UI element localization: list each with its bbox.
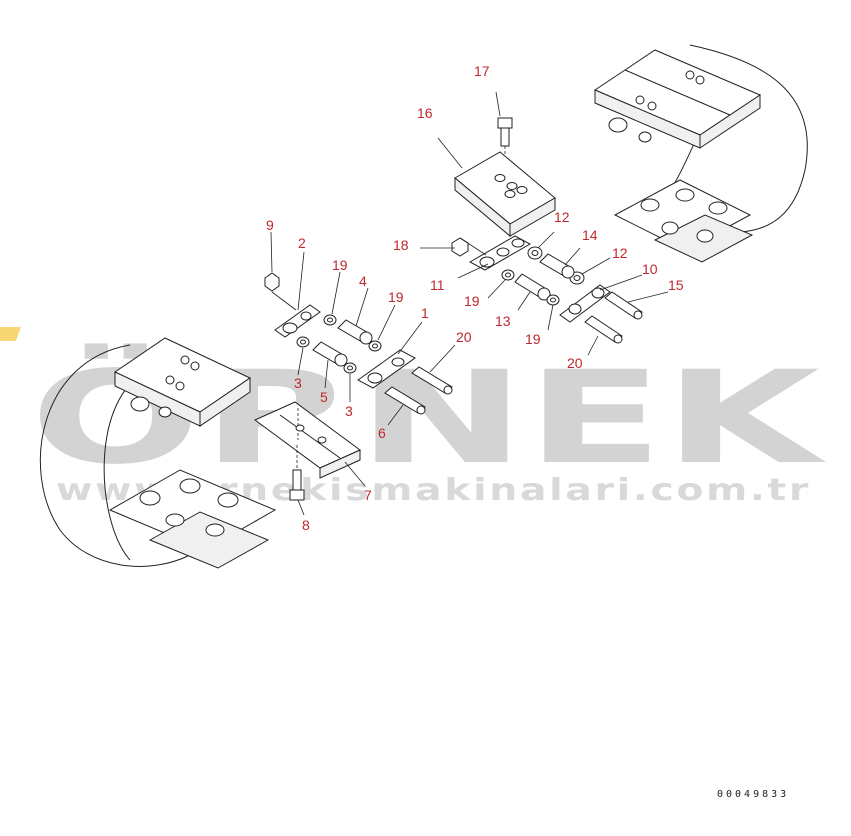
diagram-reference-code: 00049833 xyxy=(717,789,789,800)
left-track-loop-outer xyxy=(40,344,191,567)
callout-5: 5 xyxy=(320,389,328,405)
callout-12-upper: 12 xyxy=(554,209,570,225)
callout-18: 18 xyxy=(393,237,409,253)
callout-19-left-lower: 19 xyxy=(388,289,404,305)
callout-3-left: 3 xyxy=(294,375,302,391)
callout-13: 13 xyxy=(495,313,511,329)
callouts: 17 16 12 14 18 12 10 11 15 19 13 19 20 9… xyxy=(266,63,684,533)
part-20-pin-right xyxy=(584,315,623,344)
part-11-master-link xyxy=(468,235,532,271)
left-track-assembly xyxy=(40,337,277,569)
part-16-track-shoe xyxy=(454,151,556,238)
callout-6: 6 xyxy=(378,425,386,441)
watermark-accent-right xyxy=(0,327,21,341)
callout-20-right: 20 xyxy=(567,355,583,371)
part-7-track-shoe xyxy=(254,401,361,479)
right-track-loop-outer xyxy=(689,44,808,233)
part-14-bushing xyxy=(539,253,575,279)
exploded-parts xyxy=(254,117,643,501)
callout-19-left-upper: 19 xyxy=(332,257,348,273)
part-20-pin-left xyxy=(411,366,453,395)
callout-7: 7 xyxy=(364,487,372,503)
part-1-link xyxy=(357,349,416,389)
callout-19-right-upper: 19 xyxy=(464,293,480,309)
part-18-nut xyxy=(451,237,469,257)
callout-20-left: 20 xyxy=(456,329,472,345)
part-6-pin xyxy=(384,386,426,415)
callout-16: 16 xyxy=(417,105,433,121)
part-9-nut xyxy=(264,272,280,292)
right-track-assembly xyxy=(593,44,808,263)
callout-19-right-lower: 19 xyxy=(525,331,541,347)
callout-1: 1 xyxy=(421,305,429,321)
callout-8: 8 xyxy=(302,517,310,533)
callout-9: 9 xyxy=(266,217,274,233)
part-8-bolt xyxy=(289,445,305,501)
callout-3-right: 3 xyxy=(345,403,353,419)
part-13-bushing xyxy=(514,273,551,301)
part-2-link xyxy=(274,304,321,338)
part-4-bushing xyxy=(337,319,373,345)
part-5-bushing xyxy=(312,341,348,367)
callout-11: 11 xyxy=(430,277,445,293)
part-10-link xyxy=(559,284,611,323)
callout-10: 10 xyxy=(642,261,658,277)
callout-14: 14 xyxy=(582,227,598,243)
callout-4: 4 xyxy=(359,273,367,289)
leader-lines xyxy=(270,91,669,516)
callout-15: 15 xyxy=(668,277,684,293)
part-15-pin xyxy=(604,291,643,320)
callout-12-lower: 12 xyxy=(612,245,628,261)
watermark: ÖRNEK www.ornekismakinalari.com.tr xyxy=(0,327,828,508)
callout-17: 17 xyxy=(474,63,490,79)
callout-2: 2 xyxy=(298,235,306,251)
